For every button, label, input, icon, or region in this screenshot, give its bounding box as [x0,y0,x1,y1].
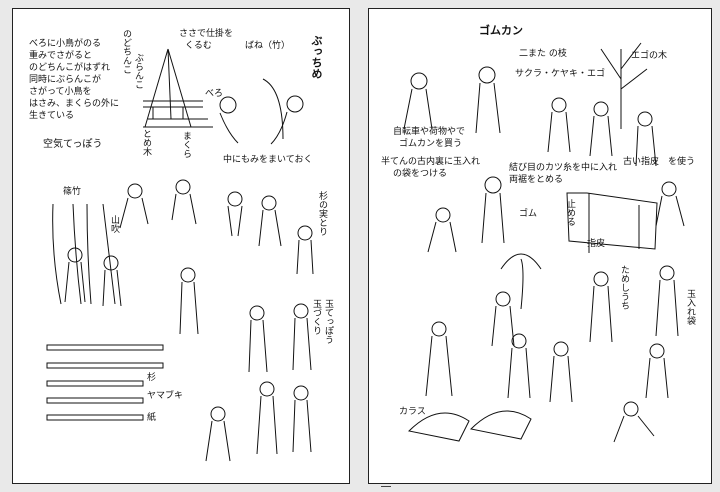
children-drawings [64,78,314,462]
label-karasu: カラス [399,407,426,417]
tree-drawings [500,42,648,310]
label-ego: エゴの木 [631,51,668,61]
intro-line-7: 生きている [29,111,75,121]
intro-line-3: のどちんこがはずれ [29,63,111,73]
airgun-tubes [46,344,164,421]
intro-line-1: べろに小鳥がのる [29,39,102,49]
label-tamazukuri: 玉づくり [311,299,321,335]
label-tube-1: 自転車や荷物やで [393,127,466,137]
label-yubikawa: 指皮 [587,239,606,249]
label-nodochinko: のどちんこ [121,29,131,74]
label-momi: 中にもみをまいておく [223,155,313,165]
children-drawings [403,66,685,443]
material-paper: 紙 [147,413,157,423]
airgun-title: 空気てっぽう [43,139,103,150]
label-tomegi: とめ木 [141,129,151,156]
label-kukuru: くるむ [185,41,212,51]
label-trees: サクラ・ケヤキ・エゴ [515,69,606,79]
intro-line-4: 同時にぶらんこが [29,75,102,85]
label-tamadeppo: 玉てっぽう [323,299,333,344]
label-gomu: ゴム [519,209,538,219]
label-tameshi: ためしうち [619,265,629,310]
label-old-leather: 古い指皮 を使う [623,157,696,167]
material-sugi: 杉 [147,373,157,383]
label-pouch-2: の袋をつける [393,169,448,179]
label-tube-2: ゴムカンを買う [399,139,463,149]
label-knot-1: 結び目のカツ糸を中に入れ [509,163,618,173]
label-buchime: ぶっちめ [310,35,323,79]
label-branch: 二また の枝 [519,49,567,59]
material-yamabuki: ヤマブキ [147,391,184,401]
crow-drawings [407,410,532,442]
label-pouch-1: 半てんの古内裏に玉入れ [381,157,481,167]
intro-line-6: はさみ、まくらの外に [29,99,120,109]
left-page-illustrations [46,48,314,462]
bird-trap-drawing [143,48,213,128]
label-shinodake: 篠竹 [63,187,82,197]
bamboo-poles [52,203,116,305]
left-page: べろに小鳥がのる 重みでさがると のどちんこがはずれ 同時にぶらんこが さがって… [12,8,350,484]
page-divider-mark [381,486,391,487]
right-title: ゴムカン [479,24,523,37]
slingshot-drawing [566,192,658,253]
label-bane: ばね（竹） [245,41,291,51]
right-page: ゴムカン 二また の枝 サクラ・ケヤキ・エゴ エゴの木 自転車や荷物やで ゴムカ… [368,8,712,484]
label-knot-2: 両裾をとめる [509,175,564,185]
label-yamabuki: 山吹 [109,215,119,233]
label-tomeru: 止める [565,199,575,226]
label-tamaire: 玉入れ袋 [685,289,695,325]
label-sasa: ささで仕掛を [179,29,234,39]
intro-line-5: さがって小鳥を [29,87,92,97]
label-bero: べろ [205,89,224,99]
intro-line-2: 重みでさがると [29,51,93,61]
label-buranko: ぶらんこ [133,53,143,89]
label-sugi-picking: 杉の実とり [317,191,327,236]
right-page-illustrations [403,42,685,443]
label-makura: まくら [181,131,191,158]
